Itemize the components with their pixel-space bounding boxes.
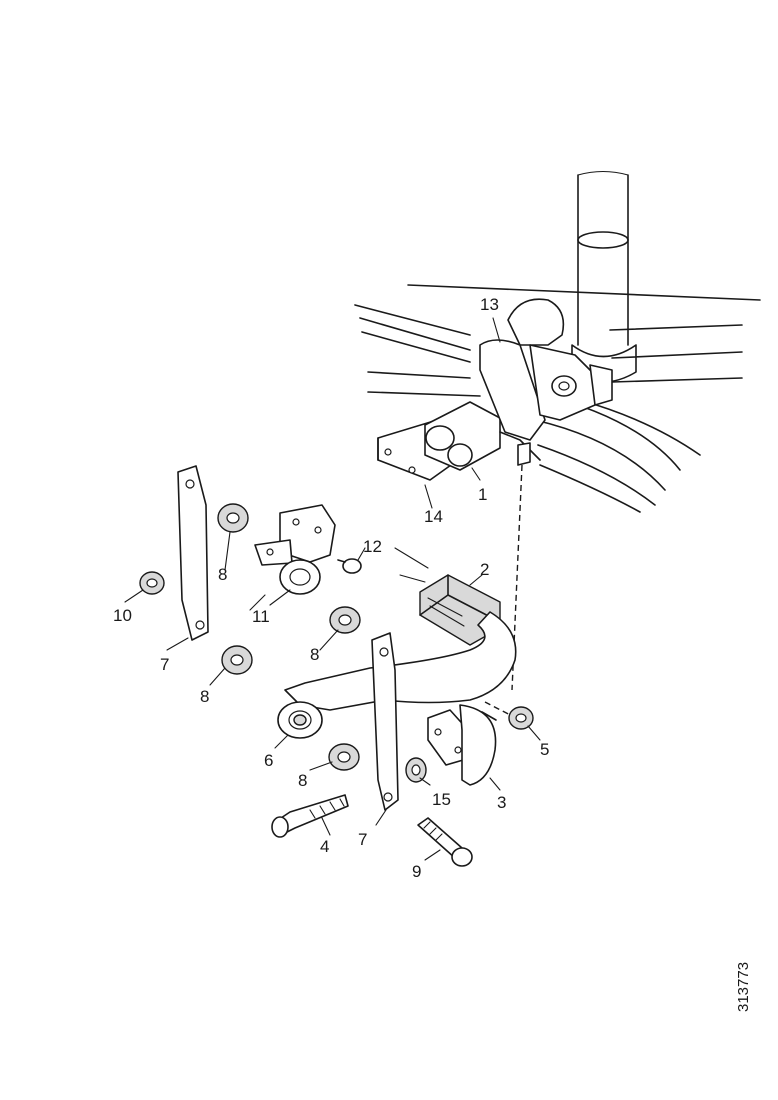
stabilizer-bar <box>277 611 517 739</box>
callout-9: 9 <box>412 862 421 881</box>
nut-10 <box>139 571 165 595</box>
u-bracket <box>427 704 497 786</box>
grommet-2 <box>329 606 361 634</box>
grommet-4 <box>328 743 360 771</box>
vertical-tube <box>571 170 637 383</box>
callout-10: 10 <box>113 606 132 625</box>
callout-1: 1 <box>478 485 487 504</box>
washer-15 <box>405 757 427 783</box>
callout-labels: 13 1 14 2 12 8 11 10 7 8 8 6 8 5 15 3 7 … <box>113 295 549 881</box>
reference-number: 313773 <box>735 962 752 1012</box>
chassis-frame <box>354 284 761 513</box>
callout-8a: 8 <box>218 565 227 584</box>
callout-5: 5 <box>540 740 549 759</box>
callout-7a: 7 <box>160 655 169 674</box>
callout-12: 12 <box>363 537 382 556</box>
callout-15: 15 <box>432 790 451 809</box>
link-rod-right <box>371 632 399 811</box>
upper-bracket <box>254 504 336 595</box>
nut-5 <box>508 706 534 730</box>
grommet-1 <box>217 503 249 533</box>
callout-14: 14 <box>424 507 443 526</box>
callout-8b: 8 <box>310 645 319 664</box>
callout-2: 2 <box>480 560 489 579</box>
callout-3: 3 <box>497 793 506 812</box>
grommet-3 <box>221 645 253 675</box>
callout-7b: 7 <box>358 830 367 849</box>
link-rod-left <box>177 465 209 641</box>
leader-lines <box>124 317 541 861</box>
callout-13: 13 <box>480 295 499 314</box>
pin <box>337 558 362 574</box>
callout-11: 11 <box>252 607 270 626</box>
bolt-4 <box>271 794 349 838</box>
callout-8d: 8 <box>298 771 307 790</box>
axle-clamp-assembly <box>377 298 613 481</box>
callout-8c: 8 <box>200 687 209 706</box>
callout-4: 4 <box>320 837 329 856</box>
bolt-9 <box>417 817 473 867</box>
callout-6: 6 <box>264 751 273 770</box>
